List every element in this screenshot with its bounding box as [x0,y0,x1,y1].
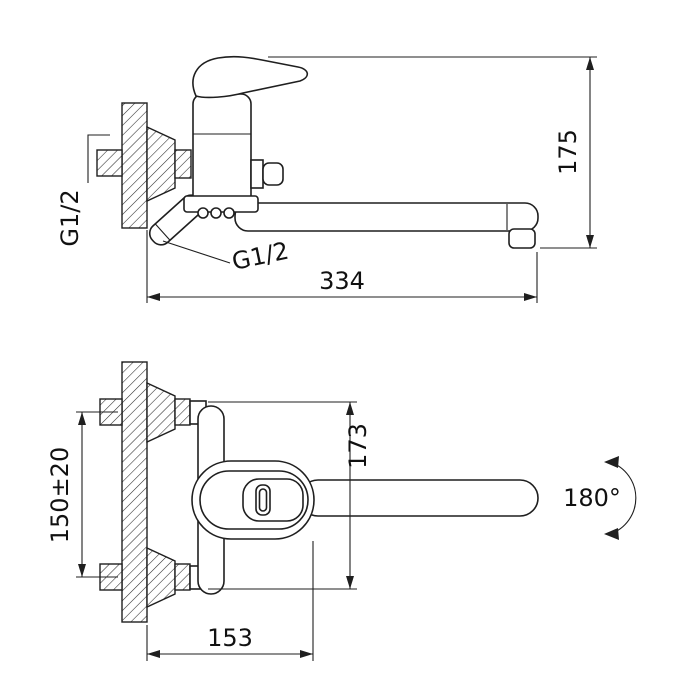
escutcheon-nut-bottom [174,563,191,591]
escutcheon-bottom [146,546,176,609]
spout-collar [183,195,259,213]
dim-334-label: 334 [319,267,365,295]
swivel-angle-label: 180° [563,484,621,512]
escutcheon-nut-top [174,398,191,426]
handle-slot-inner [258,488,268,512]
escutcheon-nut [174,149,192,179]
dim-153-label: 153 [207,624,253,652]
dim-spout-reach: 334 [146,230,538,303]
label-thread-wall: G1/2 [56,134,110,247]
lever-handle [192,55,309,99]
dim-body-height: 173 [208,401,372,590]
dim-overall-height: 175 [268,56,597,249]
collar-detail-circle [223,207,235,219]
spout-tube [234,202,539,232]
swivel-annotation: 180° [563,456,637,540]
dim-body-width: 153 [146,541,314,661]
aerator [508,228,536,249]
diverter-stem [250,159,264,189]
faucet-body [192,93,252,209]
supply-pipe-section [96,149,123,177]
shower-outlet-seam [154,223,171,241]
handle-cap-plan [242,478,304,522]
wall-plate-section [121,102,148,229]
swivel-arc [609,461,637,535]
dim-173-label: 173 [344,423,372,469]
diverter-knob [262,162,284,186]
dim-mount-spacing: 150±20 [46,411,118,578]
escutcheon-cone [146,125,176,203]
escutcheon-top [146,381,176,444]
spout-plan [299,479,539,517]
dim-175-label: 175 [554,129,582,175]
dim-150-label: 150±20 [46,447,74,543]
wall-plate-section [121,361,148,623]
collar-detail-circle [210,207,222,219]
collar-detail-circle [197,207,209,219]
plan-view: 173 150±20 153 180° [46,361,637,661]
thread-wall-label: G1/2 [56,189,84,246]
